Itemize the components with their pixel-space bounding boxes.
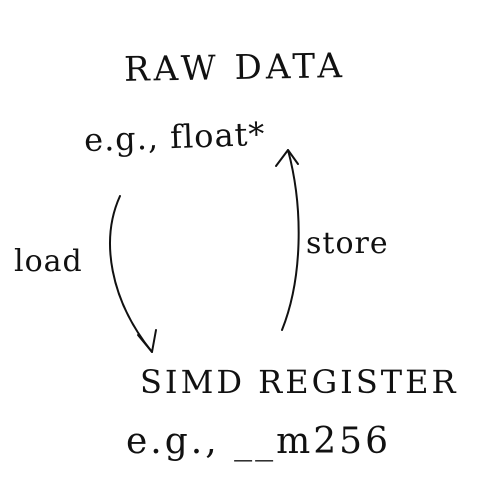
store-arrowhead — [275, 149, 299, 167]
store-arrow — [281, 149, 300, 331]
store-label: store — [306, 226, 389, 261]
simd-register-example: e.g., __m256 — [126, 421, 391, 462]
load-arrow — [109, 195, 153, 353]
load-arrowhead — [137, 329, 157, 353]
simd-register-label: SIMD REGISTER — [140, 363, 459, 401]
load-label: load — [14, 244, 83, 279]
